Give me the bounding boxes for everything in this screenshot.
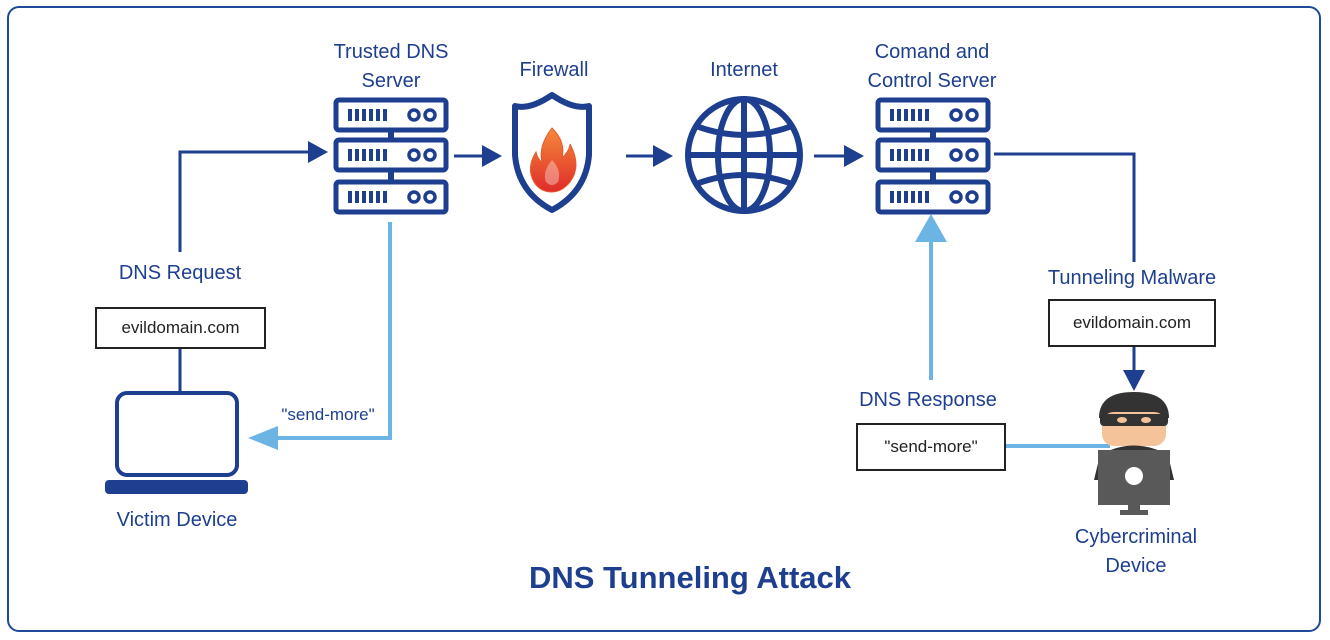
trusted-dns-label-line2: Server (361, 70, 421, 92)
cybercriminal-label-line1: Cybercriminal (1074, 526, 1198, 548)
cybercriminal-icon (1094, 392, 1174, 515)
cybercriminal-label: Cybercriminal Device (1075, 523, 1197, 581)
c2-server-label: Comand and Control Server (868, 38, 997, 96)
c2-label-line1: Comand and (874, 41, 990, 63)
internet-label: Internet (710, 59, 778, 81)
send-more-arrow-label: "send-more" (281, 405, 375, 424)
response-payload-box: "send-more" (856, 423, 1006, 471)
firewall-label: Firewall (519, 59, 589, 81)
victim-laptop-icon (105, 391, 248, 494)
response-arrows (248, 214, 1110, 450)
malware-domain-box: evildomain.com (1048, 299, 1216, 347)
trusted-dns-label-line1: Trusted DNS (333, 41, 449, 63)
trusted-dns-server-icon (336, 100, 446, 212)
c2-server-icon (878, 100, 988, 212)
dns-response-label: DNS Response (859, 389, 997, 411)
cybercriminal-label-line2: Device (1105, 555, 1167, 577)
flow-arrows (178, 141, 1145, 393)
tunneling-malware-label: Tunneling Malware (1047, 267, 1217, 289)
request-domain-box: evildomain.com (95, 307, 266, 349)
victim-device-label: Victim Device (116, 509, 238, 531)
diagram-frame (7, 6, 1321, 632)
flame-icon (530, 127, 577, 193)
dns-request-label: DNS Request (118, 262, 242, 284)
diagram-title: DNS Tunneling Attack (528, 560, 852, 595)
trusted-dns-label: Trusted DNS Server (334, 38, 449, 96)
internet-globe-icon (685, 96, 803, 214)
firewall-shield-icon (512, 92, 592, 213)
c2-label-line2: Control Server (867, 70, 997, 92)
